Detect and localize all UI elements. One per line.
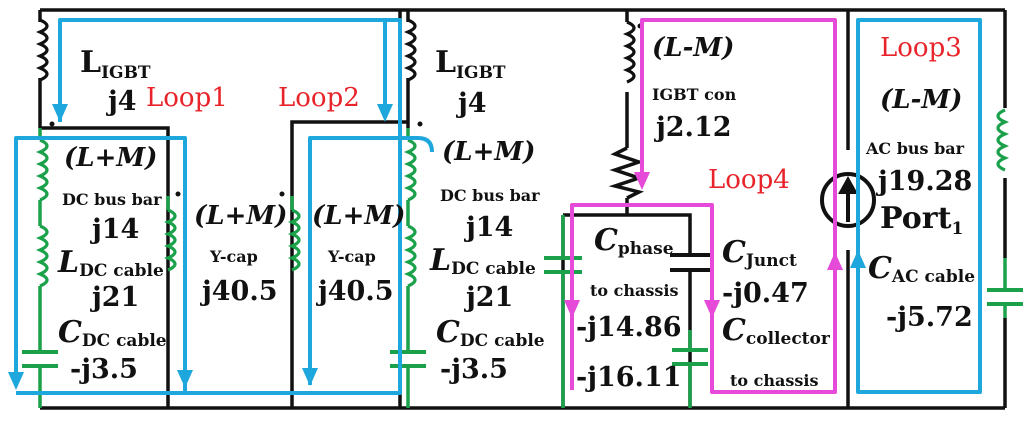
- label-port1: Port1: [880, 201, 963, 239]
- label-loop4: Loop4: [708, 165, 790, 195]
- label-lpm-1: (L+M): [64, 143, 157, 173]
- label-igbt-con: IGBT con: [652, 85, 737, 104]
- label-cac-cable: CAC cable: [868, 251, 975, 287]
- label-j14-1: j14: [90, 214, 139, 245]
- label-j21-2: j21: [464, 282, 513, 313]
- label-lpm-ycap-1: (L+M): [194, 201, 287, 231]
- label-l-igbt-1: LIGBT: [80, 45, 151, 83]
- label-cdc-cable-1: CDC cable: [58, 315, 167, 351]
- inductor-ycap-1: [163, 208, 177, 272]
- label-ac-bus-bar: AC bus bar: [865, 139, 965, 158]
- inductor-dc-bus-bar-1: [35, 138, 49, 202]
- label-l-igbt-2: LIGBT: [435, 45, 506, 83]
- inductor-ac-bus-bar: [996, 108, 1010, 172]
- loop-blue-paths: [8, 18, 982, 395]
- resistor-igbt-con: [608, 146, 645, 200]
- text-labels: LIGBT j4 Loop1 Loop2 LIGBT j4 (L+M) DC b…: [57, 33, 975, 393]
- label-lpm-ycap-2: (L+M): [312, 201, 405, 231]
- label-ycap-2: Y-cap: [327, 247, 376, 266]
- label-lmm-ac: (L-M): [880, 85, 962, 115]
- label-neg-j572: -j5.72: [886, 302, 973, 333]
- label-j212: j2.12: [654, 112, 732, 143]
- arrow-mid-down: [177, 370, 193, 388]
- arrow-loop4-down-3: [704, 300, 720, 318]
- dot-1: [49, 121, 55, 127]
- loop3-path: [856, 18, 982, 394]
- label-dc-bus-bar-1: DC bus bar: [62, 190, 162, 209]
- dot-2: [175, 191, 181, 197]
- label-ldc-cable-2: LDC cable: [429, 243, 536, 279]
- label-j21-1: j21: [90, 282, 139, 313]
- arrow-loop4-down-1: [634, 172, 650, 190]
- arrow-loop1-down: [52, 104, 68, 122]
- label-neg-j1486: -j14.86: [576, 312, 682, 343]
- arrow-loop3-up: [850, 250, 866, 268]
- arrow-loop2-down: [302, 368, 318, 386]
- label-to-chassis-2: to chassis: [730, 371, 818, 390]
- loop4-path-group: [564, 18, 843, 394]
- arrow-loop4-down-2: [564, 300, 580, 318]
- green-components: [22, 108, 1023, 408]
- inductor-dc-bus-bar-2: [403, 138, 417, 202]
- inductor-ldc-cable-2: [403, 224, 417, 288]
- label-loop3: Loop3: [880, 33, 962, 63]
- label-ycap-1: Y-cap: [209, 247, 258, 266]
- arrow-loop4-up: [827, 252, 843, 270]
- label-j4-1: j4: [106, 86, 137, 117]
- label-loop1: Loop1: [146, 83, 228, 113]
- loop4-path: [570, 18, 837, 394]
- label-cjunct: CJunct: [722, 235, 797, 271]
- arrow-left-down: [8, 372, 24, 390]
- inductor-ycap-2: [287, 208, 301, 272]
- dot-4: [417, 121, 423, 127]
- bracket-mid: [290, 120, 408, 408]
- port-source: [820, 172, 876, 228]
- label-cphase: Cphase: [594, 223, 674, 259]
- bracket-left: [40, 126, 170, 408]
- label-lmm-igbt: (L-M): [652, 33, 734, 63]
- dot-3: [279, 191, 285, 197]
- label-j405-2: j40.5: [316, 276, 394, 307]
- label-ccollector: Ccollector: [722, 313, 831, 349]
- inductor-ligbt-1: [38, 18, 645, 200]
- label-j405-1: j40.5: [200, 276, 278, 307]
- label-loop2: Loop2: [278, 83, 360, 113]
- label-j4-2: j4: [456, 88, 487, 119]
- label-j1928: j19.28: [876, 166, 972, 197]
- label-neg-j047: -j0.47: [722, 278, 809, 309]
- inductor-ldc-cable-1: [35, 224, 49, 288]
- label-neg-j35-2: -j3.5: [440, 354, 508, 385]
- arrow-right-down: [377, 104, 393, 122]
- label-cdc-cable-2: CDC cable: [436, 315, 545, 351]
- loop-bottom: [16, 18, 402, 395]
- label-neg-j35-1: -j3.5: [70, 354, 138, 385]
- label-lpm-2: (L+M): [442, 137, 535, 167]
- label-neg-j1611: -j16.11: [576, 362, 682, 393]
- loop2-inner: [308, 136, 434, 385]
- label-j14-2: j14: [464, 212, 513, 243]
- label-dc-bus-bar-2: DC bus bar: [440, 186, 540, 205]
- label-ldc-cable-1: LDC cable: [57, 245, 164, 281]
- label-to-chassis-1: to chassis: [590, 281, 678, 300]
